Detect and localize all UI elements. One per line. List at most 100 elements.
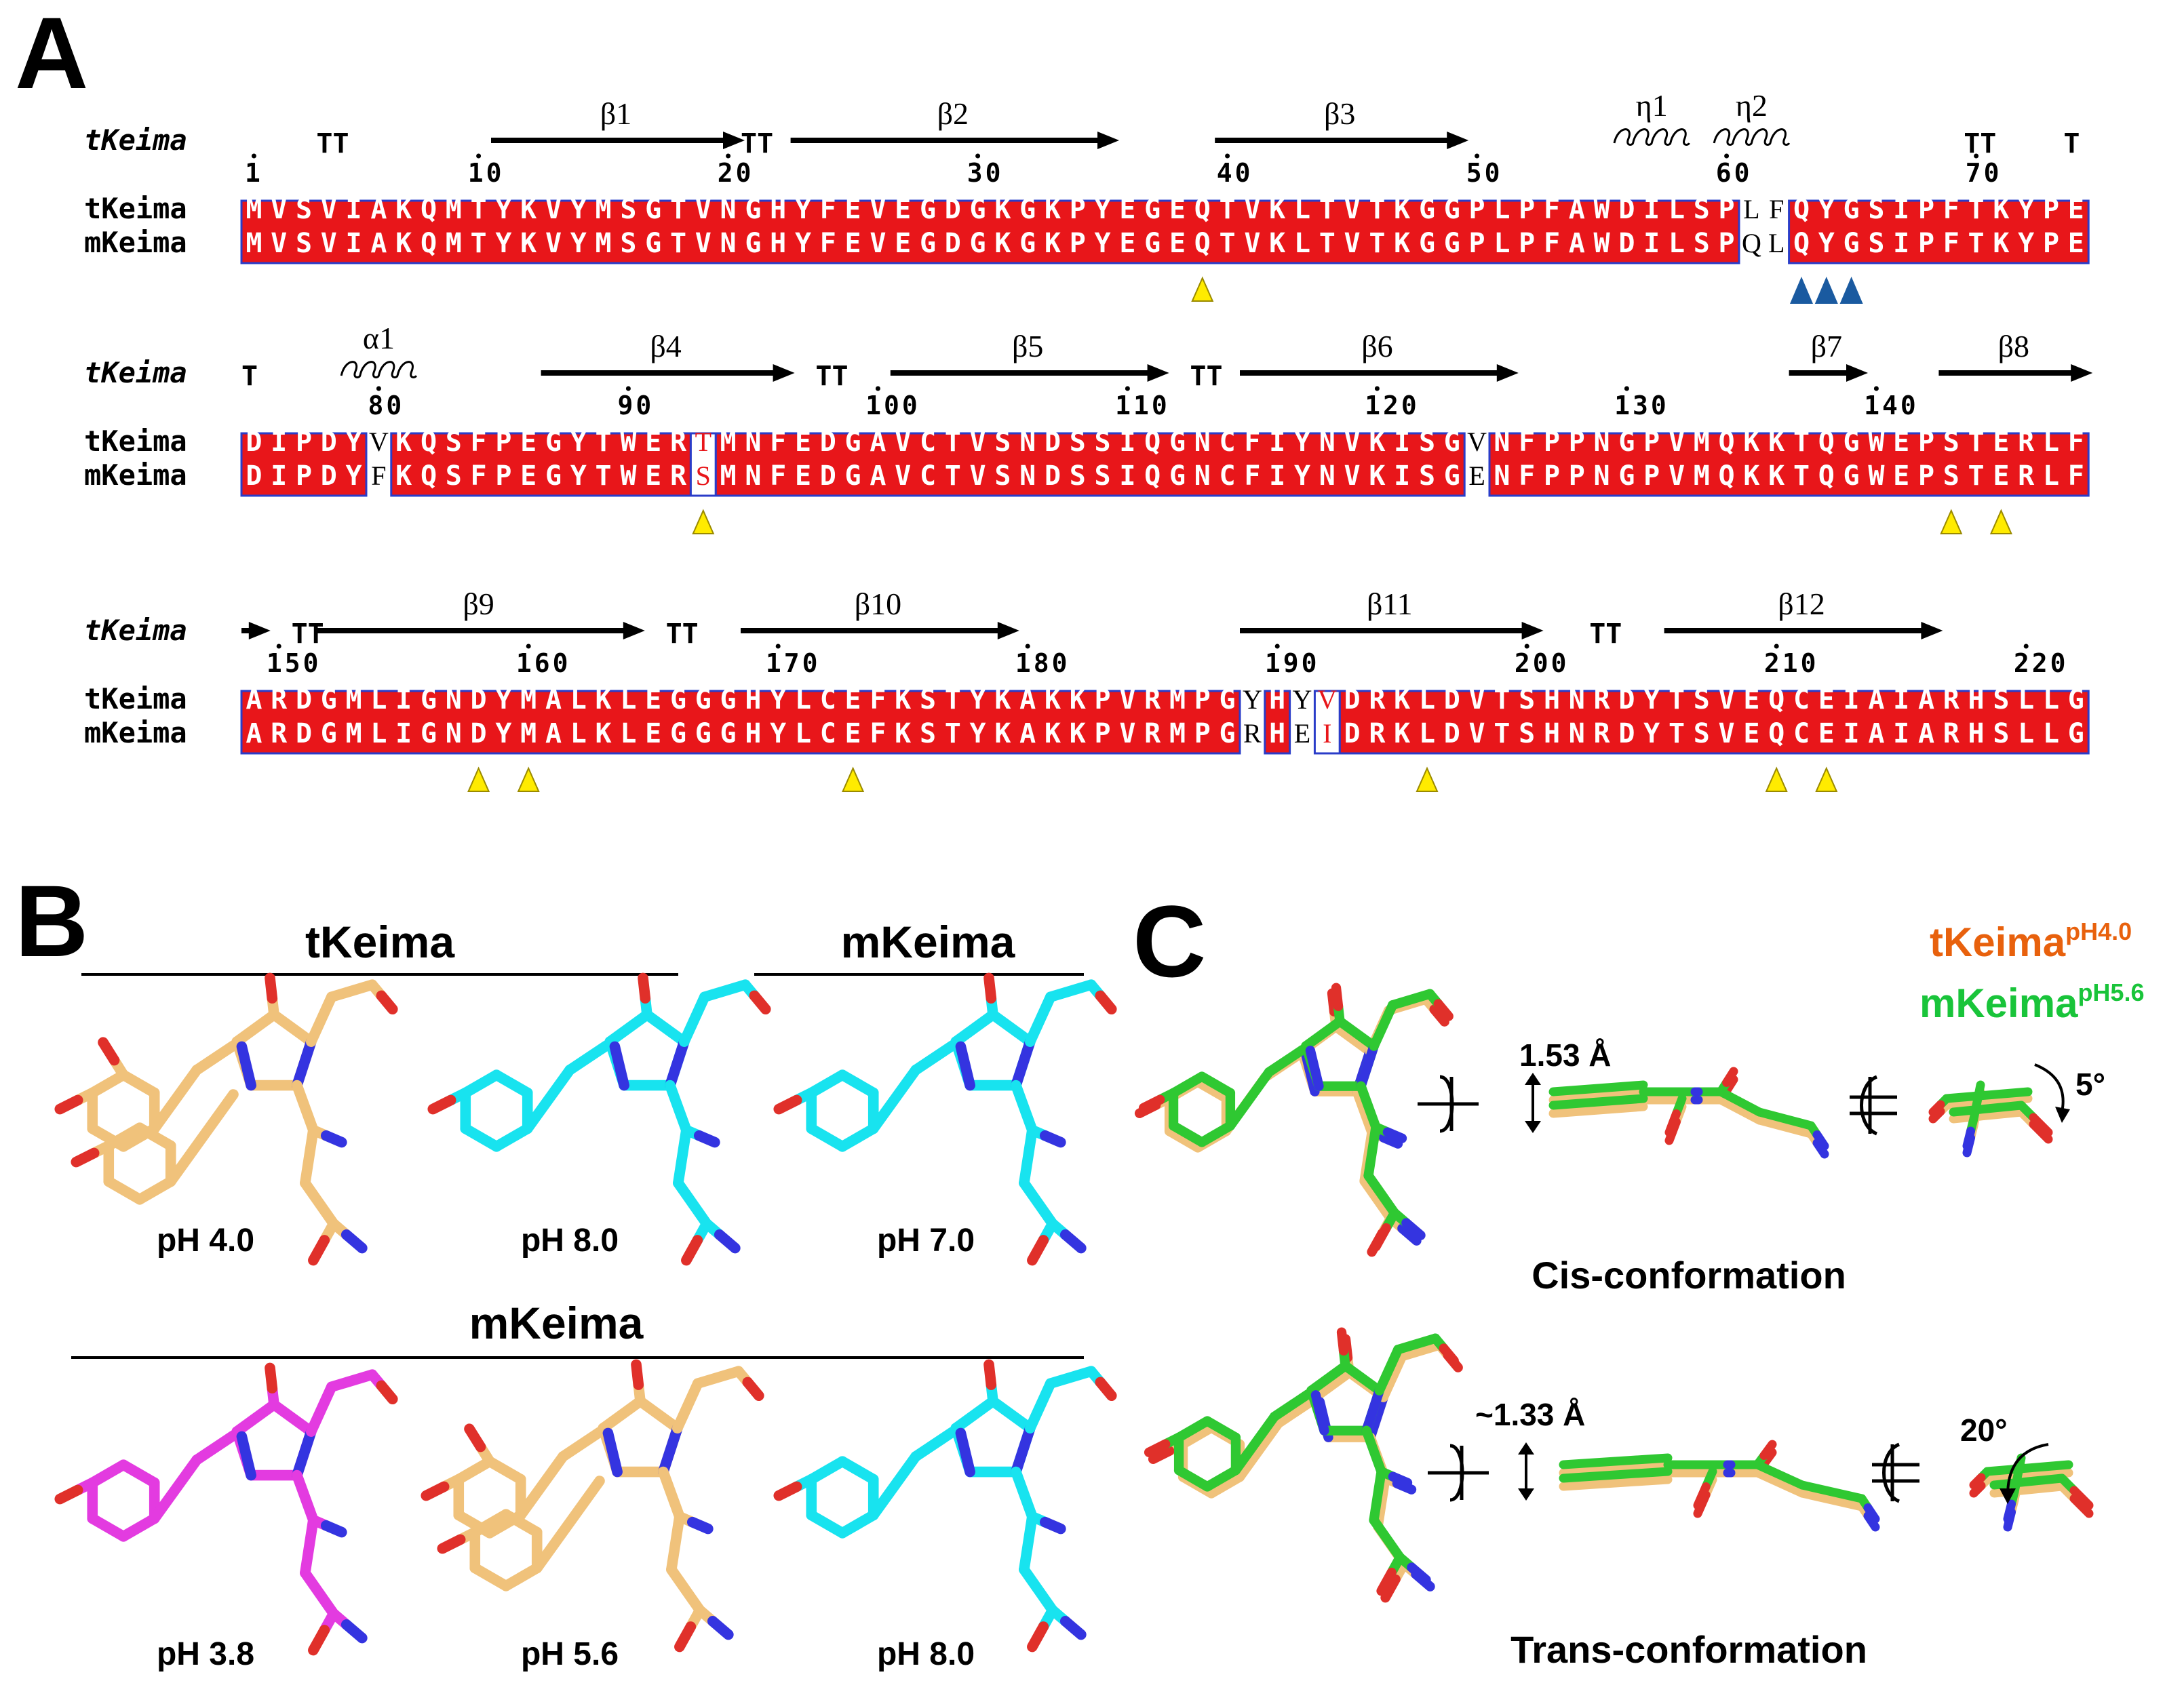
helix-label: η2 <box>1736 88 1768 123</box>
residue: V <box>1244 194 1260 225</box>
residue: E <box>1993 427 2009 458</box>
bond-stick <box>837 1069 879 1099</box>
number-tick <box>775 644 781 649</box>
residue: Y <box>1643 718 1660 749</box>
residue: N <box>1019 460 1036 492</box>
bond-stick <box>1027 1621 1049 1653</box>
residue: Y <box>795 228 811 259</box>
residue: T <box>1494 718 1510 749</box>
residue-number: 70 <box>1966 158 2002 188</box>
residue: G <box>970 228 986 259</box>
rotation-icon-cis-2 <box>1850 1075 1897 1136</box>
residue: V <box>895 427 911 458</box>
residue: V <box>1317 684 1337 715</box>
bond-stick <box>1983 1468 2073 1484</box>
residue: Q <box>421 460 437 492</box>
bond-stick <box>665 1036 690 1091</box>
residue: S <box>1993 718 2009 749</box>
similar-residue-box <box>689 432 717 497</box>
bond-stick <box>292 1469 319 1526</box>
residue: N <box>1019 427 1036 458</box>
cis-angle-label: 5° <box>2075 1067 2105 1102</box>
bond-stick <box>1352 1086 1377 1138</box>
bond-stick <box>686 1516 714 1535</box>
bond-stick <box>950 1396 998 1434</box>
residue: Q <box>1194 228 1211 259</box>
residue: G <box>545 427 562 458</box>
bond-stick <box>2010 1453 2026 1497</box>
chromophore-tkeima-ph4 <box>54 972 398 1266</box>
bond-stick <box>1206 1472 1245 1499</box>
bond-stick <box>1559 1475 1673 1491</box>
residue: Y <box>495 718 511 749</box>
bond-stick <box>678 991 710 1048</box>
residue: V <box>1669 427 1685 458</box>
residue: I <box>346 228 362 259</box>
residue: Q <box>1144 460 1161 492</box>
residue: E <box>895 194 911 225</box>
residue: P <box>1544 460 1560 492</box>
bond-stick <box>1942 1094 2033 1110</box>
beta-strand-arrowhead <box>1496 364 1519 382</box>
residue: R <box>2018 427 2035 458</box>
residue: W <box>1868 427 1885 458</box>
residue: F <box>2068 427 2084 458</box>
residue-number: 160 <box>516 648 571 678</box>
residue: D <box>1618 718 1635 749</box>
residue: H <box>745 684 761 715</box>
bond-stick <box>2003 1499 2016 1524</box>
residue: F <box>1519 460 1535 492</box>
residue: G <box>1844 194 1860 225</box>
turn-label: TT <box>292 618 324 650</box>
bond-stick <box>1173 1465 1213 1492</box>
bond-stick <box>609 1041 629 1091</box>
bond-stick <box>602 1427 623 1478</box>
residue: S <box>1519 718 1535 749</box>
residue: A <box>1868 718 1884 749</box>
residue: L <box>1494 194 1510 225</box>
bond-stick <box>910 1040 958 1075</box>
bond-stick <box>665 1080 692 1136</box>
bond-stick <box>1273 1396 1317 1429</box>
yellow-marker-triangle <box>1765 766 1788 792</box>
residue-number: 20 <box>718 158 754 188</box>
residue: T <box>1220 194 1236 225</box>
bond-stick <box>1173 1416 1213 1442</box>
residue: R <box>271 718 288 749</box>
bond-stick <box>1429 1004 1449 1027</box>
residue: D <box>471 718 487 749</box>
bond-stick <box>340 1229 368 1254</box>
residue: K <box>395 460 412 492</box>
residue: V <box>545 228 562 259</box>
bond-stick <box>1059 1229 1087 1254</box>
bond-stick <box>1949 1101 2026 1117</box>
residue: M <box>446 194 462 225</box>
residue: P <box>495 427 511 458</box>
residue: G <box>1444 427 1460 458</box>
residue: L <box>620 684 636 715</box>
residue: F <box>1544 228 1560 259</box>
residue: G <box>421 684 437 715</box>
residue: V <box>1719 684 1735 715</box>
bond-stick <box>118 1069 160 1099</box>
bond-stick <box>1363 1122 1381 1181</box>
bond-stick <box>1310 1390 1329 1436</box>
residue: C <box>820 684 836 715</box>
residue: G <box>695 684 711 715</box>
trans-angle-label: 20° <box>1960 1412 2008 1448</box>
residue: D <box>321 427 337 458</box>
residue: K <box>520 194 537 225</box>
residue: P <box>1719 228 1735 259</box>
residue: D <box>1618 194 1635 225</box>
identity-block <box>1788 199 2090 264</box>
residue-number: 220 <box>2014 648 2069 678</box>
bond-stick <box>1983 1460 2073 1476</box>
bond-stick <box>1559 1461 1673 1478</box>
bond-stick <box>1949 1107 2026 1124</box>
residue: E <box>520 460 537 492</box>
residue: P <box>1469 194 1485 225</box>
angle-arrow-cis <box>2034 1063 2065 1113</box>
residue: S <box>1519 684 1535 715</box>
